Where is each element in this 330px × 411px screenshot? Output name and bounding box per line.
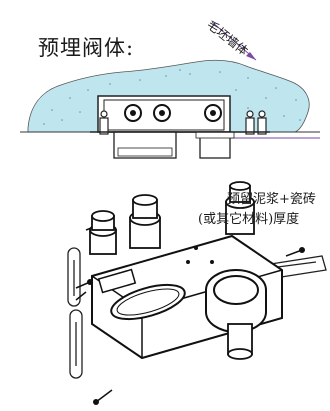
cartridge-housing — [205, 269, 267, 333]
concrete-speckles — [43, 69, 301, 125]
left-bracket — [67, 247, 83, 379]
valve-window — [110, 283, 186, 321]
finish-note-line1: 预留泥浆+瓷砖 — [227, 192, 316, 207]
diagram-title: 预埋阀体: — [38, 36, 135, 60]
top-ports — [89, 181, 255, 360]
finish-note-line2: (或其它材料)厚度 — [198, 212, 300, 227]
embedded-valve — [90, 95, 270, 159]
valve-assembly — [67, 181, 327, 405]
